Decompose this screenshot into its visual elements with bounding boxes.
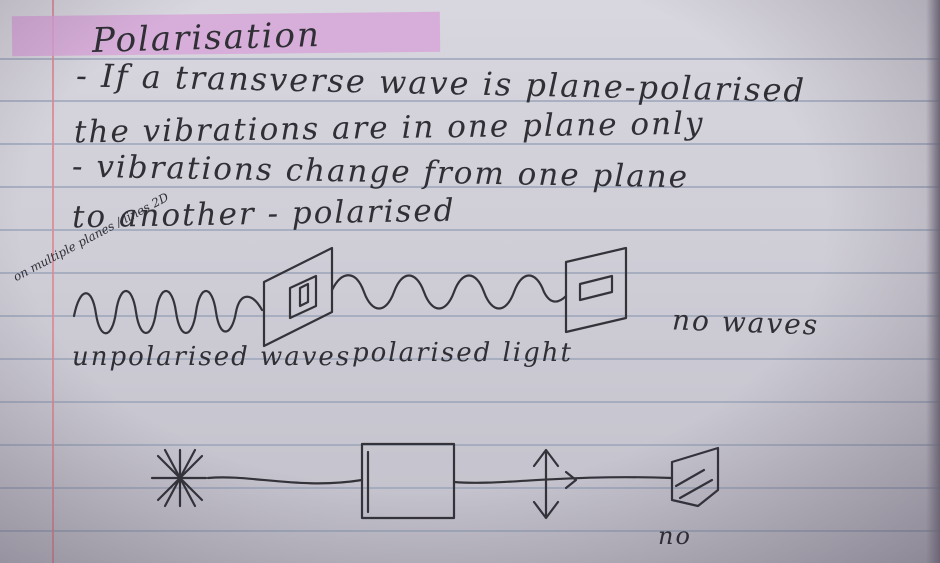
first-polariser <box>262 246 334 348</box>
ruled-line <box>0 530 940 532</box>
polarised-wave <box>330 274 568 310</box>
no-label: no <box>658 522 692 550</box>
ray-line-1 <box>206 476 364 485</box>
ruled-line <box>0 444 940 446</box>
vertical-arrow-icon <box>532 448 560 520</box>
unpolarised-waves-label: unpolarised waves <box>72 342 352 372</box>
no-waves-label: no waves <box>671 303 820 342</box>
first-polariser-slit <box>288 274 318 320</box>
ruled-line <box>0 58 940 60</box>
second-polariser <box>564 246 628 334</box>
ruled-line <box>0 401 940 403</box>
ruled-line <box>0 272 940 274</box>
margin-line <box>52 0 54 563</box>
ruled-line <box>0 358 940 360</box>
polarised-light-label: polarised light <box>352 338 573 368</box>
ruled-line <box>0 487 940 489</box>
ruled-line <box>0 143 940 145</box>
ruled-line <box>0 186 940 188</box>
second-polariser-slit <box>578 274 614 302</box>
unpolarised-star-icon <box>150 448 208 508</box>
ray-line-2 <box>452 476 674 484</box>
page-edge-shadow <box>926 0 940 563</box>
ruled-line <box>0 315 940 317</box>
ruled-line <box>0 100 940 102</box>
analyser-filter <box>670 446 720 508</box>
unpolarised-wave <box>72 290 264 335</box>
polariser-filter-icon <box>360 442 456 520</box>
ruled-line <box>0 229 940 231</box>
